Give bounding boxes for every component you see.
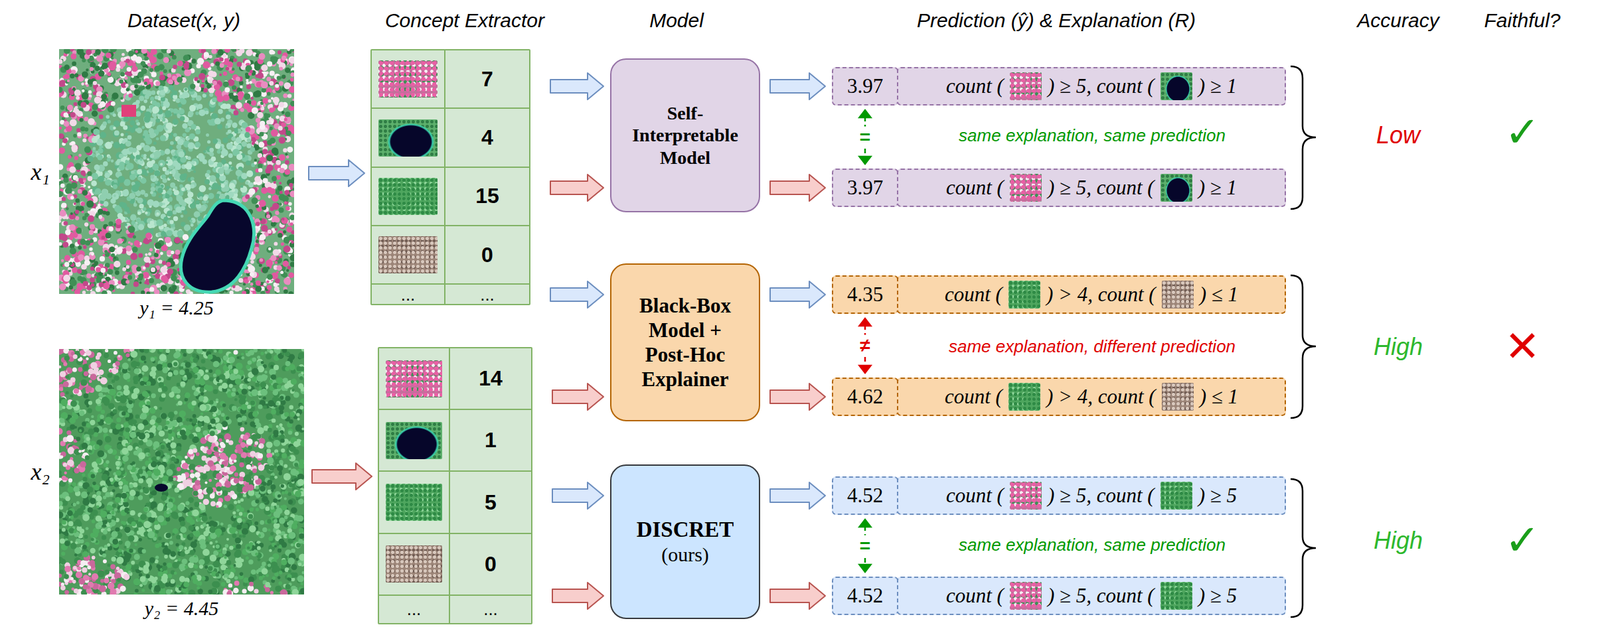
figure-stage: x₁y₁ = 4.2574150......x₂y₂ = 4.4514150..… [0,0,1600,631]
